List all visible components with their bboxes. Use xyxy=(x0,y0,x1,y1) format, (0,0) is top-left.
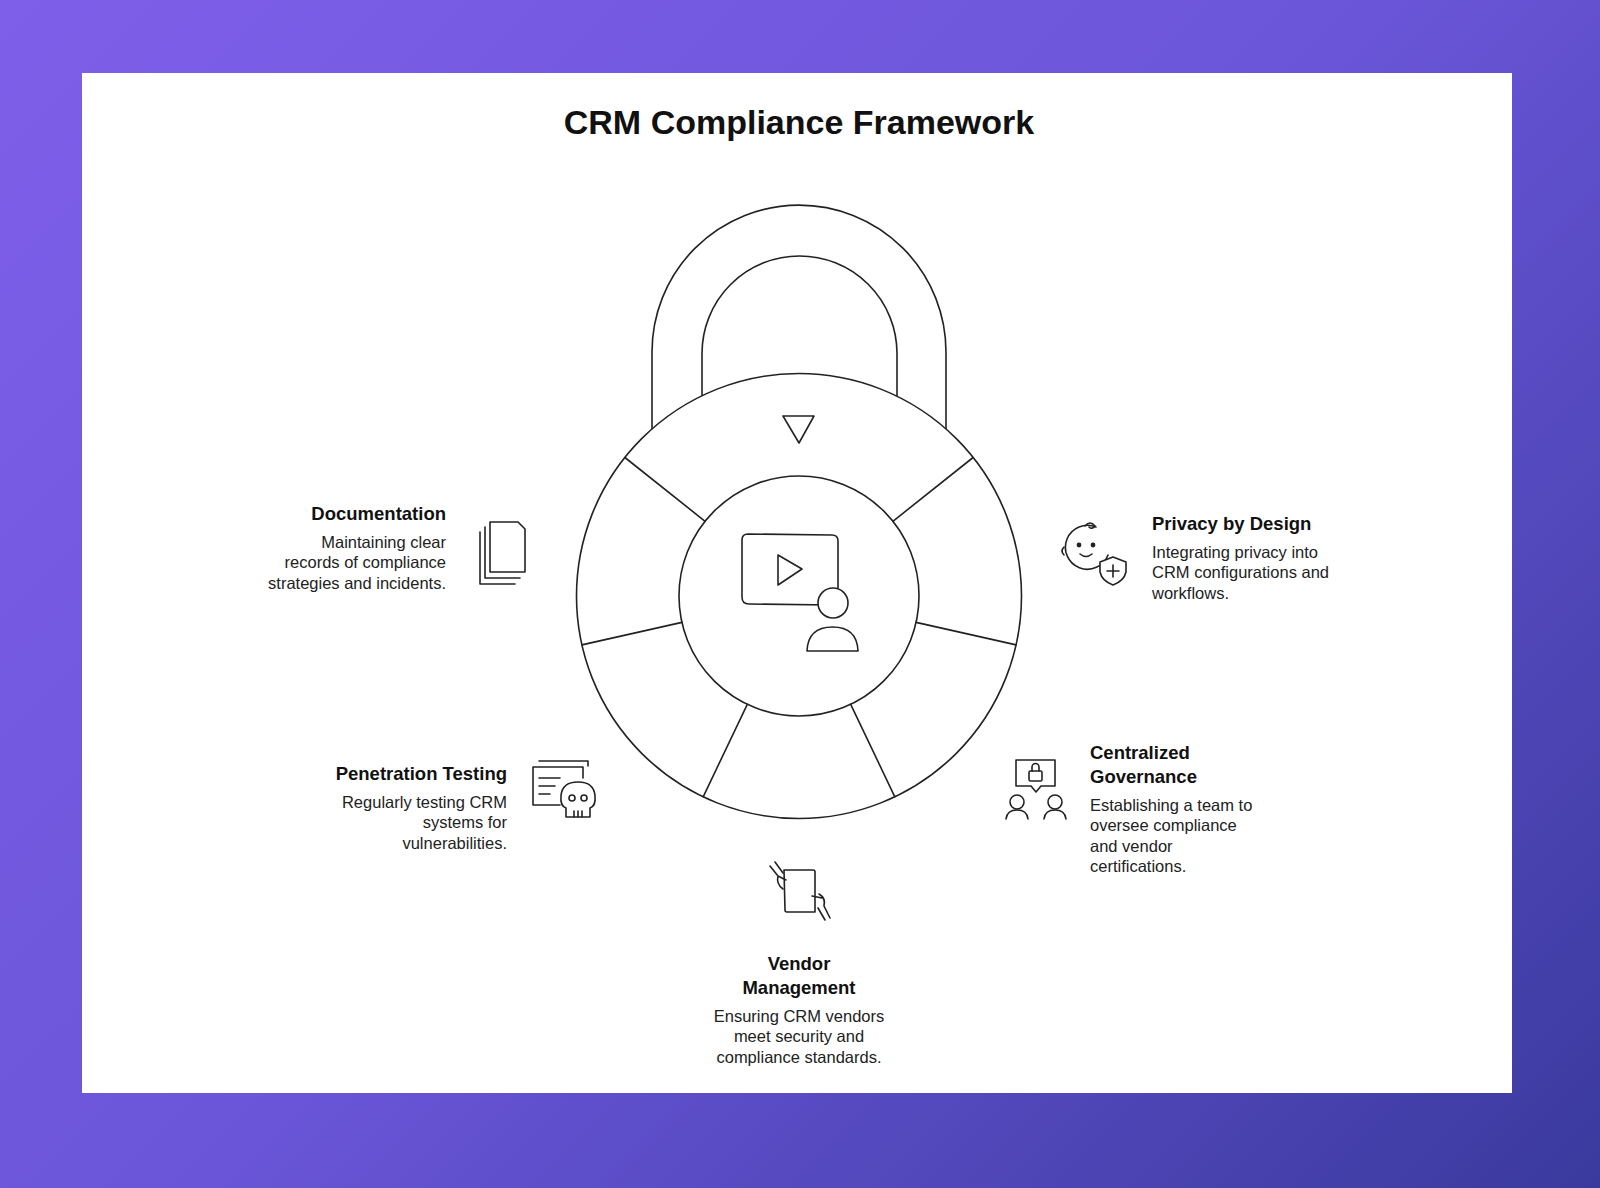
text-lines xyxy=(539,778,560,794)
segment-divider xyxy=(916,622,1016,645)
person-head xyxy=(1048,795,1062,809)
shield xyxy=(1100,557,1126,585)
item-description: Establishing a team to oversee complianc… xyxy=(1090,795,1262,877)
segment-divider xyxy=(851,704,895,797)
hair-curl xyxy=(1085,523,1095,528)
tablet-handover-icon xyxy=(770,862,830,920)
play-symbol xyxy=(778,555,802,585)
segment-divider xyxy=(893,458,973,522)
eye xyxy=(1091,543,1094,546)
document-sheet xyxy=(480,532,515,584)
item-description: Ensuring CRM vendors meet security and c… xyxy=(702,1006,896,1067)
right-hand xyxy=(812,894,830,920)
document-sheet xyxy=(485,527,520,578)
plus-sign xyxy=(1107,565,1119,577)
person-body xyxy=(807,627,858,651)
segment-divider xyxy=(703,704,747,797)
item-description: Regularly testing CRM systems for vulner… xyxy=(330,792,507,853)
item-label: Penetration TestingRegularly testing CRM… xyxy=(330,762,507,853)
skull-teeth xyxy=(574,811,582,817)
document-sheet xyxy=(490,522,525,572)
person-body xyxy=(1006,810,1028,819)
speech-bubble xyxy=(1016,760,1055,792)
item-heading: Vendor Management xyxy=(734,952,864,1000)
eye xyxy=(1077,543,1080,546)
tablet xyxy=(784,870,815,912)
person-body xyxy=(1044,810,1066,819)
person-head xyxy=(818,588,848,618)
item-heading: Documentation xyxy=(262,502,446,526)
smile xyxy=(1080,554,1092,557)
diagram-title: CRM Compliance Framework xyxy=(300,100,1298,144)
skull-eye xyxy=(581,795,587,801)
governance-icon xyxy=(1006,760,1066,819)
item-label: Centralized GovernanceEstablishing a tea… xyxy=(1090,741,1262,877)
lock-body xyxy=(577,374,1022,819)
segment-divider xyxy=(625,458,705,522)
item-heading: Privacy by Design xyxy=(1152,512,1338,536)
skull-eye xyxy=(569,795,575,801)
item-label: Privacy by DesignIntegrating privacy int… xyxy=(1152,512,1338,603)
skull-document-icon xyxy=(533,761,595,817)
padlock-body xyxy=(1029,771,1042,781)
lock-core xyxy=(679,476,919,716)
person-head xyxy=(1010,795,1024,809)
baby-shield-icon xyxy=(1062,523,1126,585)
padlock-shackle xyxy=(1032,764,1039,771)
ear xyxy=(1062,547,1064,555)
item-description: Integrating privacy into CRM configurati… xyxy=(1152,542,1338,603)
skull xyxy=(561,782,595,817)
back-sheet xyxy=(539,761,588,766)
item-label: DocumentationMaintaining clear records o… xyxy=(262,502,446,593)
dial-pointer xyxy=(783,416,814,443)
item-description: Maintaining clear records of compliance … xyxy=(262,532,446,593)
item-heading: Penetration Testing xyxy=(330,762,507,786)
documents-icon xyxy=(480,522,525,584)
left-hand xyxy=(770,862,786,889)
item-heading: Centralized Governance xyxy=(1090,741,1240,789)
segment-divider xyxy=(582,622,682,645)
item-label: Vendor ManagementEnsuring CRM vendors me… xyxy=(702,952,896,1067)
